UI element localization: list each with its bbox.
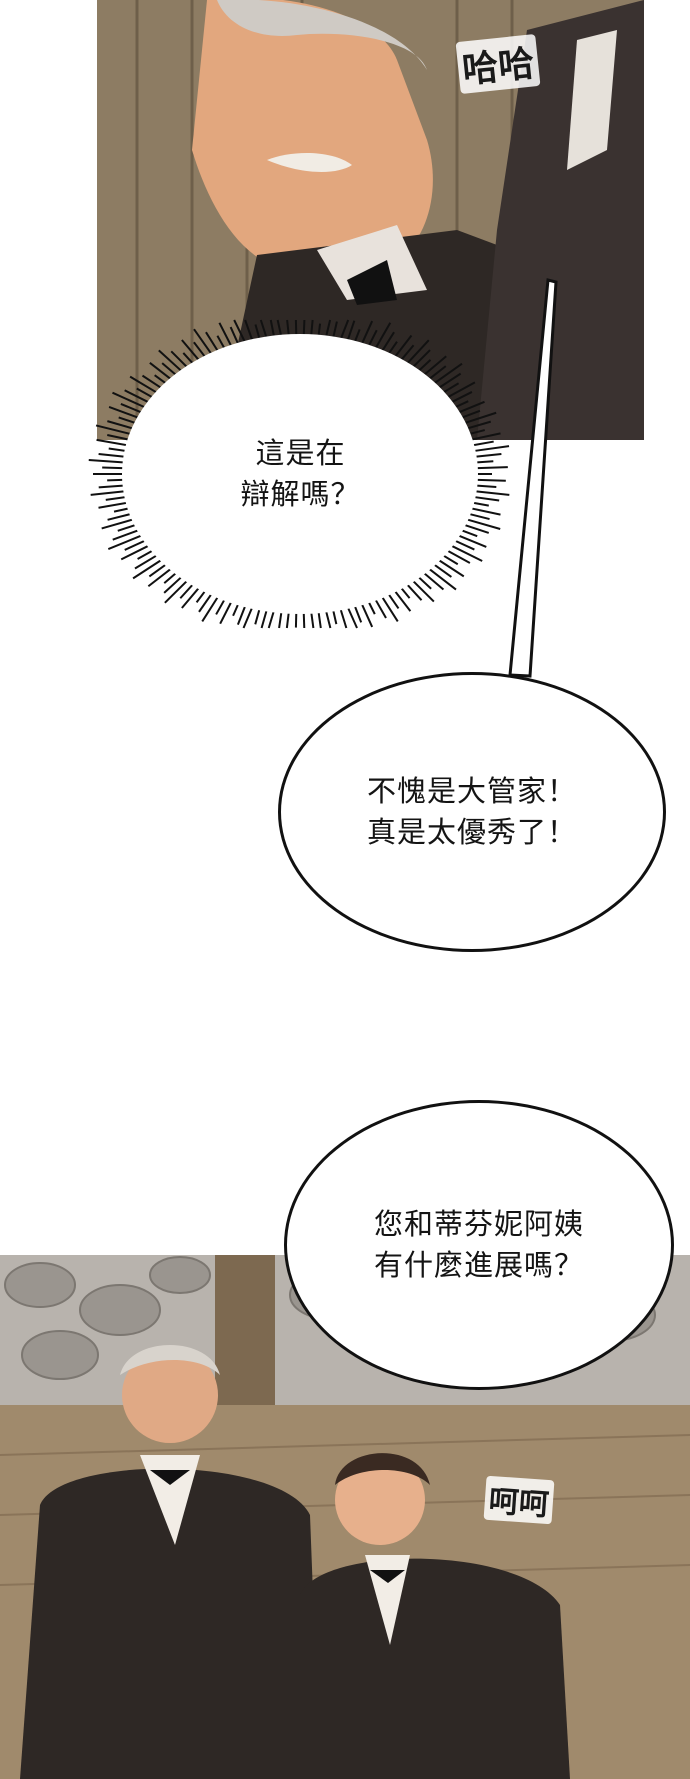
burst-spike	[345, 604, 358, 629]
burst-line-1: 這是在	[255, 435, 346, 470]
burst-spike	[435, 372, 462, 391]
burst-spike	[455, 400, 485, 415]
burst-spike	[101, 517, 136, 530]
burst-spike	[410, 349, 431, 370]
burst-spike	[233, 319, 248, 346]
burst-spike	[112, 391, 148, 410]
burst-spike	[149, 362, 174, 382]
burst-spike	[134, 553, 160, 570]
burst-spike	[421, 570, 445, 591]
burst-spike	[170, 350, 190, 370]
burst-spike	[448, 391, 473, 405]
praise-line-1: 不愧是大管家！	[366, 773, 577, 808]
burst-spike	[472, 452, 502, 458]
burst-spike	[359, 320, 374, 347]
burst-spike	[107, 512, 134, 521]
burst-line-2: 辯解嗎？	[240, 477, 361, 511]
burst-spike	[404, 339, 430, 367]
praise-line-2: 真是太優秀了！	[366, 815, 577, 849]
burst-spike	[124, 538, 148, 551]
burst-spikes-icon	[88, 319, 510, 629]
burst-spike	[158, 349, 185, 374]
burst-spike	[379, 331, 395, 355]
burst-spike	[120, 543, 152, 561]
burst-spike	[455, 533, 487, 548]
burst-spike	[108, 406, 142, 420]
burst-spike	[120, 403, 145, 415]
burst-spike	[107, 533, 145, 550]
burst-spike	[141, 374, 165, 391]
burst-spike	[461, 523, 490, 534]
burst-spike	[468, 506, 501, 516]
burst-bubble-text-area: 這是在 辯解嗎？	[123, 334, 478, 614]
sfx-laugh-haha: 哈哈	[455, 33, 541, 95]
burst-spike	[448, 543, 483, 562]
burst-spike	[471, 495, 500, 502]
burst-spike	[242, 604, 255, 629]
burst-spike	[132, 557, 165, 580]
praise-speech-bubble: 不愧是大管家！ 真是太優秀了！	[278, 672, 666, 952]
burst-spike	[359, 601, 374, 628]
burst-spike	[435, 557, 465, 578]
burst-spike	[473, 478, 506, 482]
burst-spike	[107, 434, 132, 442]
burst-spike	[472, 490, 510, 496]
burst-spike	[218, 322, 234, 350]
burst-spike	[373, 322, 392, 352]
burst-spike	[468, 432, 501, 442]
burst-spike	[181, 339, 202, 363]
burst-spike	[426, 566, 457, 591]
burst-spike	[163, 574, 185, 594]
burst-spike	[198, 591, 214, 613]
sfx-chuckle-hehe: 呵呵	[483, 1475, 555, 1525]
burst-spike	[112, 528, 142, 541]
burst-spike	[95, 424, 134, 436]
question-speech-bubble: 您和蒂芬妮阿姨 有什麼進展嗎？	[284, 1100, 674, 1390]
burst-spike	[421, 355, 447, 378]
burst-spike	[219, 598, 234, 625]
burst-spike	[473, 466, 508, 470]
burst-spike	[98, 501, 130, 509]
burst-spike	[410, 578, 435, 603]
burst-speech-bubble: 這是在 辯解嗎？	[68, 318, 533, 630]
burst-spike	[98, 452, 128, 458]
burst-spike	[444, 548, 471, 564]
burst-spike	[193, 328, 214, 357]
burst-spike	[147, 566, 174, 588]
burst-spike	[392, 588, 412, 612]
question-line-1: 您和蒂芬妮阿姨	[373, 1206, 584, 1241]
burst-spike	[107, 420, 136, 431]
burst-spike	[90, 490, 128, 496]
burst-spike	[244, 319, 255, 344]
burst-spike	[164, 578, 190, 604]
burst-spike	[96, 438, 130, 447]
burst-spike	[129, 375, 160, 395]
burst-spike	[124, 389, 152, 405]
burst-spike	[431, 362, 463, 386]
burst-spike	[461, 411, 497, 425]
burst-spike	[201, 593, 221, 623]
burst-spike	[392, 334, 413, 360]
burst-spike	[88, 459, 127, 464]
question-line-2: 有什麼進展嗎？	[373, 1248, 584, 1282]
burst-spike	[205, 331, 221, 355]
burst-spike	[98, 484, 127, 489]
burst-spike	[444, 381, 476, 400]
burst-spike	[471, 445, 510, 453]
burst-spike	[181, 585, 202, 609]
burst-spike	[379, 593, 399, 623]
burst-spike	[464, 420, 492, 431]
burst-spike	[464, 517, 501, 530]
